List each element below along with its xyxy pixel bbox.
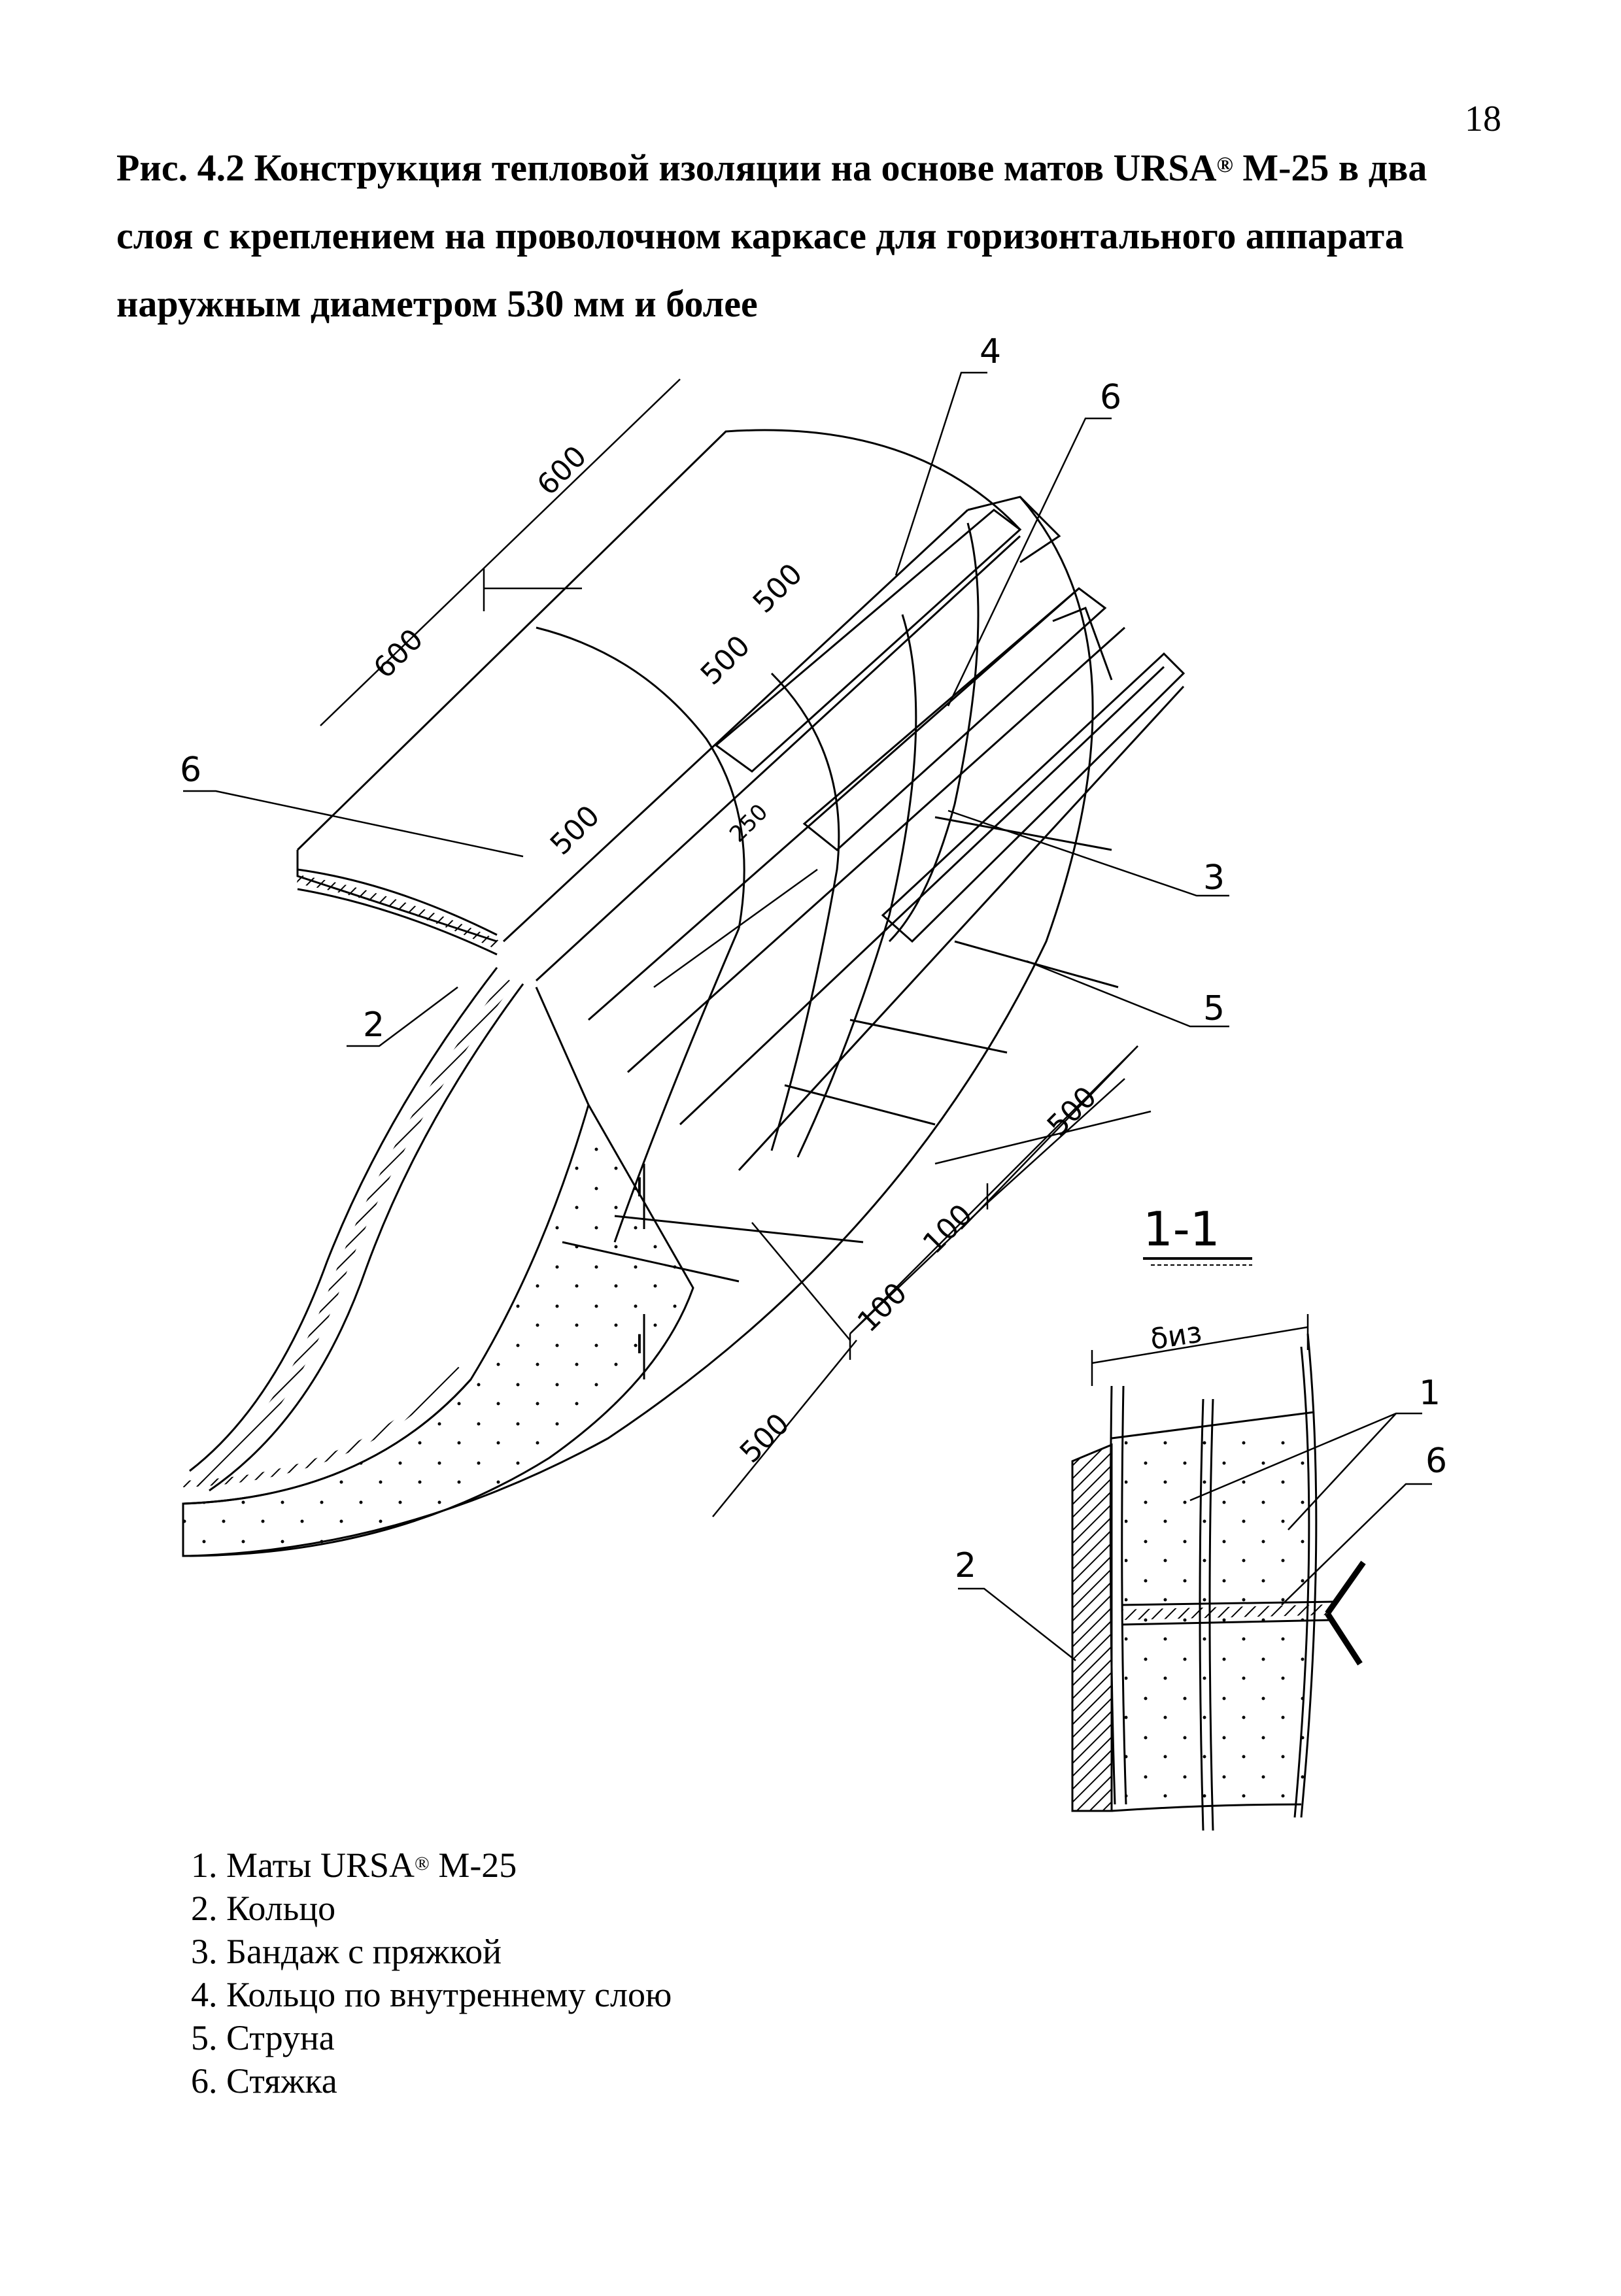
legend-registered-mark: ® [415,1853,430,1874]
dimension-600-top: 600 [531,439,593,501]
outer-mat-band-2 [802,587,1107,851]
section-view [958,1257,1432,1831]
dimension-500-a: 500 [747,557,809,619]
section-mark-lower: I [636,1330,643,1360]
dimension-500-bottom: 500 [734,1407,796,1469]
callout-4: 4 [980,332,1001,371]
section-thickness-label: δиз [1148,1315,1204,1357]
isometric-dimension-labels: 600 600 500 500 500 250 500 100 100 500 [367,439,1103,1469]
section-labels: 1-1 δиз 1 6 2 [955,1202,1447,1585]
section-wall [1071,1443,1113,1812]
ring-arc-3 [770,672,840,1151]
ring-arc-4 [796,614,917,1158]
caption-text-end: М-25 в два слоя с креплением на проволоч… [116,146,1427,325]
isometric-view [182,371,1229,1557]
section-inner-boundary [1109,1385,1116,1805]
dimension-600-left: 600 [367,622,430,684]
pipe-inner-curve [189,967,498,1472]
section-callout-2: 2 [955,1546,976,1585]
callout-leaders [183,371,1229,1047]
section-mark-upper: I [636,1173,643,1203]
caption-text-start: Рис. 4.2 Конструкция тепловой изоляции н… [116,146,1217,189]
legend-item-2: 2. Кольцо [191,1889,336,1928]
section-tie-wire [1325,1561,1366,1666]
ring-arc-5 [888,522,980,943]
legend-item-5: 5. Струна [191,2018,335,2057]
legend-item-3: 3. Бандаж с пряжкой [191,1932,502,1971]
dimension-250: 250 [725,799,773,847]
outer-mat-band-1 [714,509,1022,773]
caption-registered-mark: ® [1216,153,1233,177]
section-callout-6: 6 [1425,1442,1447,1481]
callout-3: 3 [1203,858,1225,898]
legend-list: 1. Маты URSA® М-25 2. Кольцо 3. Бандаж с… [191,1844,672,2102]
callout-6-left: 6 [180,751,201,790]
mat-end-lower [1052,607,1113,681]
outer-mat-band-3 [881,652,1186,943]
insulation-end-face [182,987,694,1557]
dimension-100-b: 100 [851,1276,913,1338]
pipe-wall-lower [193,977,515,1489]
callout-5: 5 [1203,989,1225,1028]
section-title: 1-1 [1143,1202,1220,1257]
section-joint [1121,1604,1335,1620]
dimension-100-a: 100 [917,1198,979,1260]
insulation-outer-arc [189,496,1094,1557]
section-outer-boundary [1300,1333,1318,1818]
legend-item-4: 4. Кольцо по внутреннему слою [191,1975,672,2014]
page-number: 18 [1465,99,1501,139]
legend-item-1: 1. Маты URSA® М-25 [191,1846,517,1885]
dimension-500-b: 500 [694,629,757,691]
ring-arc-1 [536,626,745,929]
section-callout-1: 1 [1419,1374,1441,1413]
pipe-wall-upper [296,875,499,949]
callout-2: 2 [363,1005,384,1045]
mat-end-upper [967,496,1061,564]
figure-caption: Рис. 4.2 Конструкция тепловой изоляции н… [116,134,1503,338]
sheath-top-curve [296,429,1021,851]
legend-item-6: 6. Стяжка [191,2061,337,2101]
callout-6-top: 6 [1100,378,1121,417]
dimension-lines [320,379,1152,1517]
isometric-callouts: 4 6 6 3 5 2 I I [180,332,1225,1360]
dimension-500-c: 500 [544,799,606,861]
